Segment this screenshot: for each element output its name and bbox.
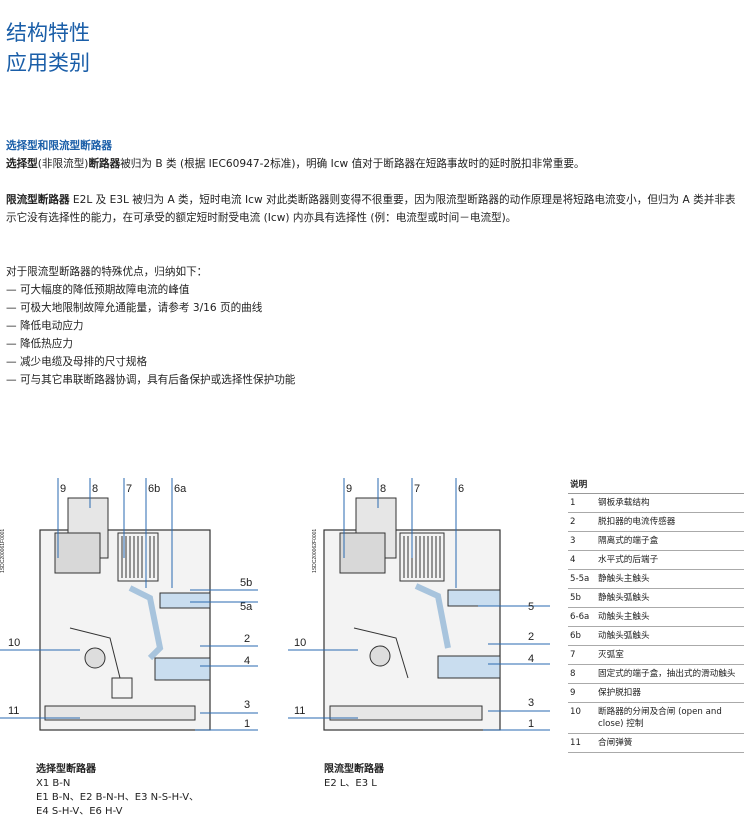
legend-number: 2 (568, 512, 596, 532)
legend-text: 隔离式的端子盒 (596, 531, 744, 551)
caption-line: E1 B-N、E2 B-N-H、E3 N-S-H-V、 (36, 792, 200, 803)
label-11: 11 (8, 705, 19, 717)
legend-text: 动触头主触头 (596, 607, 744, 627)
legend-text: 固定式的端子盒，抽出式的滑动触头 (596, 664, 744, 684)
legend-text: 静触头弧触头 (596, 588, 744, 608)
legend-number: 1 (568, 494, 596, 513)
feature-item: 可与其它串联断路器协调，具有后备保护或选择性保护功能 (6, 371, 741, 389)
label-9: 9 (60, 483, 66, 495)
figure-limiting-breaker: 1SDC200062F0001 9 8 7 6 5 2 (288, 478, 558, 748)
caption-line: E2 L、E3 L (324, 778, 377, 789)
label-4: 4 (528, 653, 534, 665)
label-1: 1 (528, 718, 534, 730)
label-8: 8 (92, 483, 98, 495)
label-7: 7 (414, 483, 420, 495)
caption-title: 限流型断路器 (324, 764, 384, 775)
features-list: 可大幅度的降低预期故障电流的峰值 可极大地限制故障允通能量，请参考 3/16 页… (6, 281, 741, 389)
label-11: 11 (294, 705, 305, 717)
label-2: 2 (244, 633, 250, 645)
label-6b: 6b (148, 483, 160, 495)
label-7: 7 (126, 483, 132, 495)
label-9: 9 (346, 483, 352, 495)
legend-number: 11 (568, 733, 596, 753)
paragraph-limiting-text: E2L 及 E3L 被归为 A 类，短时电流 Icw 对此类断路器则变得不很重要… (6, 194, 736, 224)
legend-number: 9 (568, 683, 596, 703)
paragraph-selective-text: 被归为 B 类 (根据 IEC60947-2标准)，明确 Icw 值对于断路器在… (120, 158, 585, 170)
caption-selective: 选择型断路器 X1 B-N E1 B-N、E2 B-N-H、E3 N-S-H-V… (36, 763, 199, 819)
paragraph-selective: 选择型(非限流型)断路器被归为 B 类 (根据 IEC60947-2标准)，明确… (6, 155, 741, 173)
figure-selective-breaker: 1SDC200061F0001 9 8 (0, 478, 265, 748)
legend-number: 3 (568, 531, 596, 551)
legend-text: 灭弧室 (596, 645, 744, 665)
feature-item: 可大幅度的降低预期故障电流的峰值 (6, 281, 741, 299)
page-title: 结构特性 (6, 21, 90, 45)
features-block: 对于限流型断路器的特殊优点，归纳如下： 可大幅度的降低预期故障电流的峰值 可极大… (6, 263, 741, 389)
feature-item: 可极大地限制故障允通能量，请参考 3/16 页的曲线 (6, 299, 741, 317)
intro-block: 选择型和限流型断路器 选择型(非限流型)断路器被归为 B 类 (根据 IEC60… (6, 137, 741, 173)
caption-limiting: 限流型断路器 E2 L、E3 L (324, 763, 384, 791)
page-subtitle: 应用类别 (6, 51, 90, 75)
legend-number: 8 (568, 664, 596, 684)
label-6a: 6a (174, 483, 187, 495)
paragraph-limiting: 限流型断路器 E2L 及 E3L 被归为 A 类，短时电流 Icw 对此类断路器… (6, 191, 741, 227)
label-5b: 5b (240, 577, 252, 589)
legend-text: 断路器的分闸及合闸 (open and close) 控制 (596, 702, 744, 734)
legend-text: 动触头弧触头 (596, 626, 744, 646)
feature-item: 降低热应力 (6, 335, 741, 353)
label-2: 2 (528, 631, 534, 643)
label-6: 6 (458, 483, 464, 495)
legend-text: 合闸弹簧 (596, 733, 744, 753)
feature-item: 降低电动应力 (6, 317, 741, 335)
label-3: 3 (244, 699, 250, 711)
section-heading: 选择型和限流型断路器 (6, 140, 112, 152)
label-1: 1 (244, 718, 250, 730)
legend-text: 脱扣器的电流传感器 (596, 512, 744, 532)
label-5: 5 (528, 601, 534, 613)
label-5a: 5a (240, 601, 253, 613)
caption-line: E4 S-H-V、E6 H-V (36, 806, 123, 817)
legend-text: 钢板承载结构 (596, 494, 744, 513)
legend-heading: 说明 (568, 478, 744, 494)
term-nonlimiting: (非限流型) (37, 158, 89, 170)
caption-line: X1 B-N (36, 778, 71, 789)
legend-text: 静触头主触头 (596, 569, 744, 589)
legend-number: 7 (568, 645, 596, 665)
label-10: 10 (8, 637, 20, 649)
label-8: 8 (380, 483, 386, 495)
legend-number: 4 (568, 550, 596, 570)
figure-code: 1SDC200062F0001 (312, 529, 318, 573)
figure-code: 1SDC200061F0001 (0, 529, 6, 573)
term-limiting: 限流型断路器 (6, 194, 70, 206)
legend-number: 10 (568, 702, 596, 734)
term-selective: 选择型 (6, 158, 38, 170)
label-10: 10 (294, 637, 306, 649)
features-intro: 对于限流型断路器的特殊优点，归纳如下： (6, 266, 208, 278)
legend-text: 水平式的后端子 (596, 550, 744, 570)
legend-number: 6b (568, 626, 596, 646)
label-3: 3 (528, 697, 534, 709)
legend-number: 5-5a (568, 569, 596, 589)
legend-number: 5b (568, 588, 596, 608)
caption-title: 选择型断路器 (36, 764, 96, 775)
legend-text: 保护脱扣器 (596, 683, 744, 703)
legend-number: 6-6a (568, 607, 596, 627)
feature-item: 减少电缆及母排的尺寸规格 (6, 353, 741, 371)
label-4: 4 (244, 655, 250, 667)
term-breaker: 断路器 (88, 158, 121, 170)
